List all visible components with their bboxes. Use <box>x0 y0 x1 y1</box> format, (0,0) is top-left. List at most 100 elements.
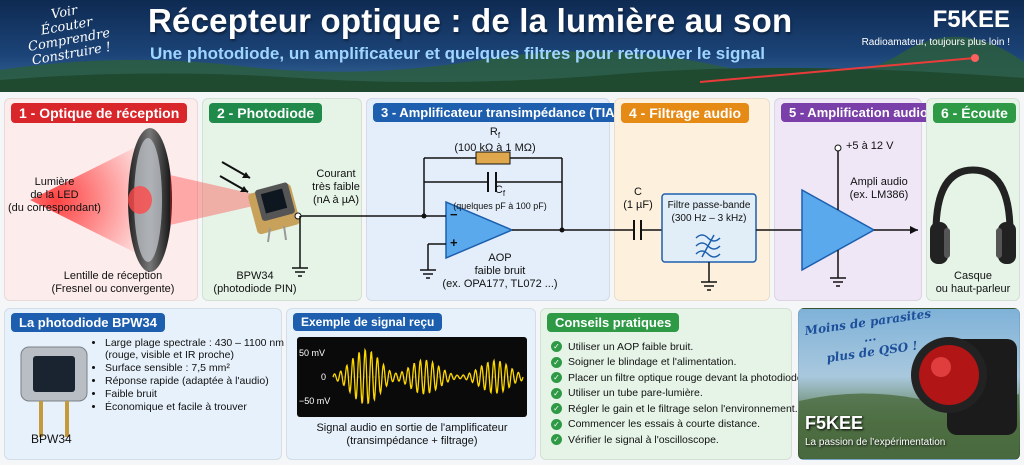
photo-panel: Moins de parasites ... plus de QSO ! F5K… <box>798 308 1020 460</box>
label-line: (1 µF) <box>623 199 653 211</box>
stage-title: 5 - Amplification audio <box>781 103 936 122</box>
cf-name: C <box>494 184 503 196</box>
check-icon: ✓ <box>551 418 562 430</box>
tick-label: −50 mV <box>299 396 331 406</box>
check-icon: ✓ <box>551 356 562 368</box>
rf-label: Rf (100 kΩ à 1 MΩ) <box>440 126 550 155</box>
photodiode-icon <box>248 182 300 243</box>
tagline: Radioamateur, toujours plus loin ! <box>861 37 1010 48</box>
band-pass-filter-icon <box>695 234 721 258</box>
label-line: Ampli audio <box>850 176 908 188</box>
label-line: (300 Hz – 3 kHz) <box>671 213 747 224</box>
stage-tia: 3 - Amplificateur transimpédance (TIA) <box>366 98 627 301</box>
label-line: C <box>634 186 642 198</box>
photo-caption: La passion de l'expérimentation <box>805 437 946 448</box>
light-source-label: Lumière de la LED (du correspondant) <box>8 176 101 215</box>
tips-list: ✓ Utiliser un AOP faible bruit. ✓ Soigner … <box>551 339 806 448</box>
page-subtitle: Une photodiode, un amplificateur et quel… <box>150 44 765 63</box>
label-line: (ex. OPA177, TL072 ...) <box>442 278 558 290</box>
rf-name: R <box>489 126 498 138</box>
cf-label: Cf (quelques pF à 100 pF) <box>450 184 550 213</box>
tip-text: Soigner le blindage et l'alimentation. <box>568 356 737 369</box>
label-line: (nA à µA) <box>312 194 360 206</box>
supply-label: +5 à 12 V <box>846 140 894 152</box>
tip-item: ✓ Vérifier le signal à l'oscilloscope. <box>551 432 806 448</box>
tip-text: Vérifier le signal à l'oscilloscope. <box>568 433 719 446</box>
header-banner: Voir Écouter Comprendre Construire ! Réc… <box>0 0 1024 92</box>
coupling-cap-label: C (1 µF) <box>618 186 658 212</box>
feature-item: Large plage spectrale : 430 – 1100 nm (r… <box>105 337 285 361</box>
label-line: BPW34 <box>236 270 274 282</box>
feature-item: Réponse rapide (adaptée à l'audio) <box>105 375 285 387</box>
headphones-icon <box>930 166 1016 264</box>
tip-text: Placer un filtre optique rouge devant la… <box>568 371 806 384</box>
focused-beam <box>170 175 262 225</box>
label-line: Lumière <box>34 176 75 188</box>
tip-item: ✓ Placer un filtre optique rouge devant l… <box>551 370 806 386</box>
label-line: Filtre passe-bande <box>667 200 751 211</box>
label-line: (Fresnel ou convergente) <box>51 283 175 295</box>
signal-caption: Signal audio en sortie de l'amplificateu… <box>287 422 537 448</box>
rf-value: (100 kΩ à 1 MΩ) <box>454 142 536 155</box>
label-line: ou haut-parleur <box>935 283 1011 295</box>
stage-title: 1 - Optique de réception <box>11 103 188 123</box>
listen-label: Casque ou haut-parleur <box>928 270 1018 296</box>
check-icon: ✓ <box>551 387 562 399</box>
label-line: AOP <box>488 252 512 264</box>
feature-item: Faible bruit <box>105 388 285 400</box>
bpw34-photo <box>20 346 88 437</box>
photo-callsign: F5KEE <box>805 413 864 433</box>
opamp-label: AOP faible bruit (ex. OPA177, TL072 ...) <box>430 252 570 291</box>
check-icon: ✓ <box>551 403 562 415</box>
label-line: (ex. LM386) <box>849 189 909 201</box>
ground-icon <box>292 267 308 277</box>
tip-item: ✓ Utiliser un tube pare-lumière. <box>551 386 806 402</box>
check-icon: ✓ <box>551 372 562 384</box>
stage-title: 4 - Filtrage audio <box>621 103 750 123</box>
label-line: (transimpédance + filtrage) <box>346 435 478 447</box>
check-icon: ✓ <box>551 341 562 353</box>
signal-panel: Exemple de signal reçu 50 mV 0 −50 mV Si… <box>286 308 536 460</box>
tip-text: Régler le gain et le filtrage selon l'en… <box>568 402 798 415</box>
check-icon: ✓ <box>551 434 562 446</box>
light-beam <box>30 135 160 265</box>
label-line: de la LED <box>30 189 79 201</box>
lens-label: Lentille de réception (Fresnel ou conver… <box>28 270 198 296</box>
label-line: Signal audio en sortie de l'amplificateu… <box>316 422 508 434</box>
stage-amplifier: 5 - Amplification audio <box>774 98 936 301</box>
tip-text: Utiliser un tube pare-lumière. <box>568 387 703 400</box>
ground-icon <box>701 281 717 291</box>
tick-label: 50 mV <box>299 348 326 358</box>
bpw34-panel: La photodiode BPW34 BPW34 Large plage sp… <box>4 308 285 460</box>
tip-item: ✓ Soigner le blindage et l'alimentation. <box>551 355 806 371</box>
feature-item: Surface sensible : 7,5 mm² <box>105 362 285 374</box>
stage-title: 2 - Photodiode <box>209 103 323 123</box>
label-line: Courant <box>316 168 356 180</box>
tip-text: Utiliser un AOP faible bruit. <box>568 340 694 353</box>
landscape-illustration <box>0 36 1024 92</box>
tip-item: ✓ Commencer les essais à courte distance. <box>551 417 806 433</box>
panel-title: La photodiode BPW34 <box>11 313 165 332</box>
label-line: (photodiode PIN) <box>213 283 297 295</box>
label-line: (du correspondant) <box>8 202 101 214</box>
callsign: F5KEE <box>932 6 1010 33</box>
stage-title: 3 - Amplificateur transimpédance (TIA) <box>373 103 627 122</box>
stage-title: 6 - Écoute <box>933 103 1016 123</box>
panel-title: Exemple de signal reçu <box>293 313 443 331</box>
audio-amp-label: Ampli audio (ex. LM386) <box>846 176 912 202</box>
label-line: faible bruit <box>474 265 526 277</box>
bpw34-features: Large plage spectrale : 430 – 1100 nm (r… <box>93 337 285 414</box>
ground-icon <box>830 277 846 287</box>
tip-text: Commencer les essais à courte distance. <box>568 418 760 431</box>
opamp-minus: − <box>450 207 458 222</box>
receiver-photo <box>799 337 1019 459</box>
light-rays-icon <box>219 161 251 193</box>
rf-sub: f <box>497 131 501 141</box>
tip-item: ✓ Utiliser un AOP faible bruit. <box>551 339 806 355</box>
tips-panel: Conseils pratiques ✓Utiliser un AOP faib… <box>540 308 806 460</box>
tick-label: 0 <box>321 372 327 382</box>
current-label: Courant très faible (nA à µA) <box>306 168 366 207</box>
ground-icon <box>420 269 436 279</box>
label-line: Lentille de réception <box>63 270 163 282</box>
